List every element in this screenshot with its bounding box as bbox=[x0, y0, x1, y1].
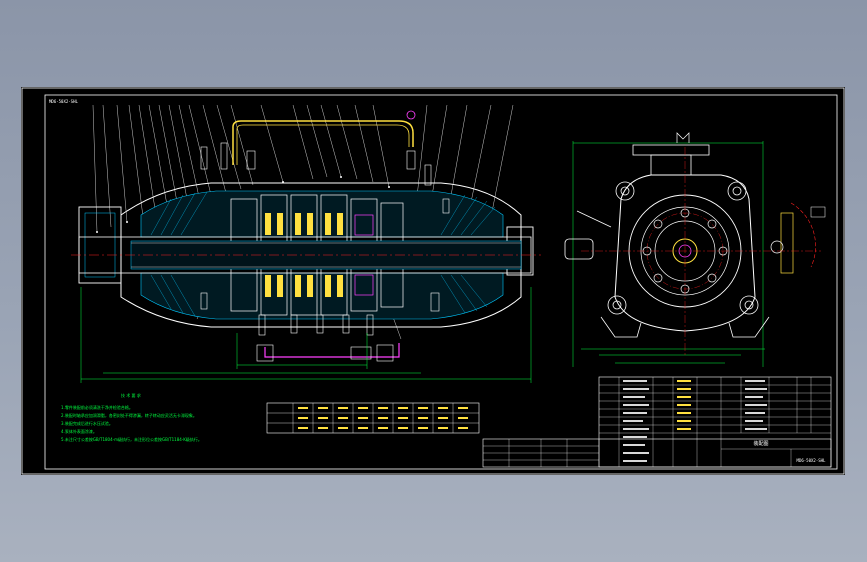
leader-lines bbox=[92, 104, 514, 340]
pump-feet bbox=[600, 316, 770, 338]
title-block: 装配图 MD6-50X2-SHL bbox=[482, 433, 832, 468]
casing-end-outline bbox=[614, 174, 756, 332]
end-view-dimensions bbox=[572, 141, 765, 367]
sheet-border bbox=[21, 87, 845, 475]
technical-notes: 技 术 要 求 1.零件装配前必须清洗干净并检验合格。 2.装配时轴承应加润滑脂… bbox=[61, 392, 202, 442]
tie-bolts bbox=[607, 181, 759, 315]
performance-table bbox=[266, 402, 480, 434]
end-view bbox=[564, 132, 826, 367]
balance-pipe-bottom bbox=[264, 343, 400, 358]
section-view bbox=[71, 104, 541, 383]
note-2: 2.装配时轴承应加润滑脂，各密封处不得渗漏，转子转动应灵活无卡滞现象。 bbox=[61, 412, 197, 418]
pump-assembly-drawing: MD6-50X2-SHL bbox=[21, 87, 845, 475]
notes-title: 技 术 要 求 bbox=[121, 392, 141, 398]
note-1: 1.零件装配前必须清洗干净并检验合格。 bbox=[61, 404, 133, 410]
drawing-sheet: MD6-50X2-SHL bbox=[21, 87, 845, 475]
title-block-number: MD6-50X2-SHL bbox=[797, 458, 826, 463]
dimension-lines bbox=[80, 287, 532, 383]
note-3: 3.装配完成后进行水压试验。 bbox=[61, 420, 113, 426]
note-4: 4.泵体外表面涂漆。 bbox=[61, 428, 97, 434]
hatching bbox=[150, 191, 496, 317]
casing-outline bbox=[120, 182, 522, 328]
drawing-frame bbox=[44, 94, 838, 470]
inlet-flange bbox=[78, 206, 122, 284]
drawing-code: MD6-50X2-SHL bbox=[49, 99, 78, 104]
title-block-name: 装配图 bbox=[753, 440, 768, 447]
note-5: 5.未注尺寸公差按GB/T1804-m级执行，未注形位公差按GB/T1184-K… bbox=[61, 436, 202, 442]
studs bbox=[200, 142, 450, 336]
balance-pipe-top bbox=[232, 120, 414, 165]
parts-list bbox=[598, 376, 832, 468]
